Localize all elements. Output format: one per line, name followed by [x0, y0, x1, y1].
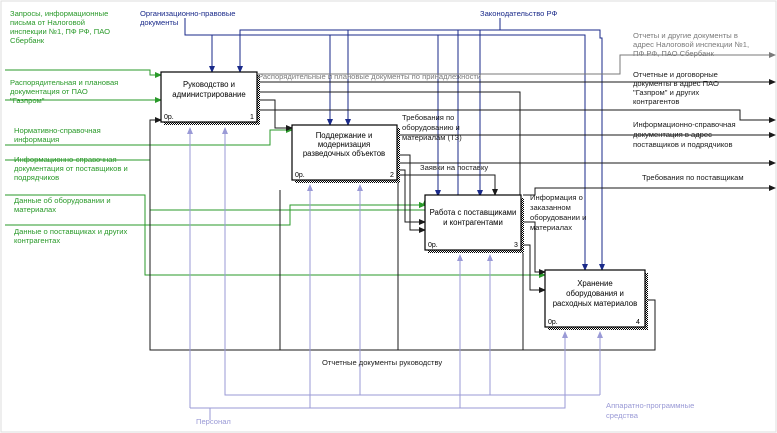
- activity-a1-title-1: Руководство и: [183, 80, 235, 89]
- control-law: Законодательство РФ: [480, 9, 557, 18]
- mechanism-hw-sw-line2: средства: [606, 411, 639, 420]
- internal-orders-label: Распорядительные и плановые документы по…: [258, 72, 481, 81]
- output-reports-line3: ПФ РФ, ПАО Сбербанк: [633, 49, 714, 58]
- activity-a2-title-2: модернизация: [318, 140, 370, 149]
- activity-a2-title-3: разведочных объектов: [303, 149, 385, 158]
- control-org-legal-line1: Организационно-правовые: [140, 9, 236, 18]
- internal-ordered-info-line2: заказанном: [530, 203, 571, 212]
- input-supplier-info-line2: документация от поставщиков и: [14, 164, 128, 173]
- activity-a3-title-1: Работа с поставщиками: [430, 208, 517, 217]
- internal-ordered-info-line3: оборудовании и: [530, 213, 586, 222]
- activity-a1[interactable]: Руководство и администрирование 0р. 1: [160, 71, 260, 125]
- input-normative-line1: Нормативно-справочная: [14, 126, 101, 135]
- output-info-docs-line1: Информационно-справочная: [633, 120, 736, 129]
- activity-a3-number: 3: [514, 242, 518, 249]
- gray-arrows: [258, 52, 776, 75]
- activity-a3-title-2: и контрагентами: [443, 218, 503, 227]
- activity-a1-number: 1: [250, 114, 254, 121]
- input-planning-line2: документация от ПАО: [10, 87, 88, 96]
- input-requests-line3: инспекции №1, ПФ РФ, ПАО: [10, 27, 110, 36]
- activity-a1-cost: 0р.: [164, 114, 174, 121]
- output-reports-line1: Отчеты и другие документы в: [633, 31, 738, 40]
- input-planning-line3: "Газпром": [10, 96, 45, 105]
- input-equipment-line1: Данные об оборудовании и: [14, 196, 111, 205]
- activity-a2-number: 2: [390, 172, 394, 179]
- output-supplier-reqs: Требования по поставщикам: [642, 173, 744, 182]
- input-supplier-info-line3: подрядчиков: [14, 173, 59, 182]
- control-arrows: [184, 18, 605, 271]
- activity-a4-cost: 0р.: [548, 319, 558, 326]
- output-contracts-line1: Отчетные и договорные: [633, 70, 718, 79]
- activity-a4-title-1: Хранение: [577, 279, 613, 288]
- activity-a2-cost: 0р.: [295, 172, 305, 179]
- activity-a4-title-3: расходных материалов: [553, 299, 638, 308]
- input-equipment-line2: материалах: [14, 205, 56, 214]
- internal-equipment-reqs-line3: материалам (ТЗ): [402, 133, 462, 142]
- output-contracts-line4: контрагентов: [633, 97, 679, 106]
- control-org-legal-line2: документы: [140, 18, 178, 27]
- internal-equipment-reqs-line1: Требования по: [402, 113, 454, 122]
- activity-a4[interactable]: Хранение оборудования и расходных матери…: [544, 269, 648, 330]
- input-requests-line2: письма от Налоговой: [10, 18, 85, 27]
- internal-ordered-info-line1: Информация о: [530, 193, 583, 202]
- input-contractor-line1: Данные о поставщиках и других: [14, 227, 127, 236]
- output-arrows: [149, 79, 776, 351]
- output-contracts-line2: документы в адрес ПАО: [633, 79, 719, 88]
- input-requests-line4: Сбербанк: [10, 36, 45, 45]
- activity-a1-title-2: администрирование: [172, 90, 245, 99]
- activity-a4-title-2: оборудования и: [566, 289, 624, 298]
- internal-supply-requests: Заявки на поставку: [420, 163, 488, 172]
- activity-a3[interactable]: Работа с поставщиками и контрагентами 0р…: [424, 194, 524, 253]
- internal-management-reports: Отчетные документы руководству: [322, 358, 442, 367]
- output-info-docs-line2: документация в адрес: [633, 130, 712, 139]
- activity-a2-title-1: Поддержание и: [316, 131, 373, 140]
- input-planning-line1: Распорядительная и плановая: [10, 78, 118, 87]
- input-contractor-line2: контрагентах: [14, 236, 60, 245]
- internal-ordered-info-line4: материалах: [530, 223, 572, 232]
- output-reports-line2: адрес Налоговой инспекции №1,: [633, 40, 749, 49]
- activity-a2[interactable]: Поддержание и модернизация разведочных о…: [291, 124, 400, 183]
- internal-equipment-reqs-line2: оборудованию и: [402, 123, 460, 132]
- output-info-docs-line3: поставщиков и подрядчиков: [633, 140, 733, 149]
- mechanism-personnel: Персонал: [196, 417, 231, 426]
- activity-a4-number: 4: [636, 319, 640, 326]
- mechanism-arrows: [187, 127, 603, 420]
- activity-a3-cost: 0р.: [428, 242, 438, 249]
- mechanism-hw-sw-line1: Аппаратно-программные: [606, 401, 694, 410]
- input-requests-line1: Запросы, информационные: [10, 9, 108, 18]
- output-contracts-line3: "Газпром" и других: [633, 88, 699, 97]
- input-supplier-info-line1: Информационно-справочная: [14, 155, 117, 164]
- input-normative-line2: информация: [14, 135, 59, 144]
